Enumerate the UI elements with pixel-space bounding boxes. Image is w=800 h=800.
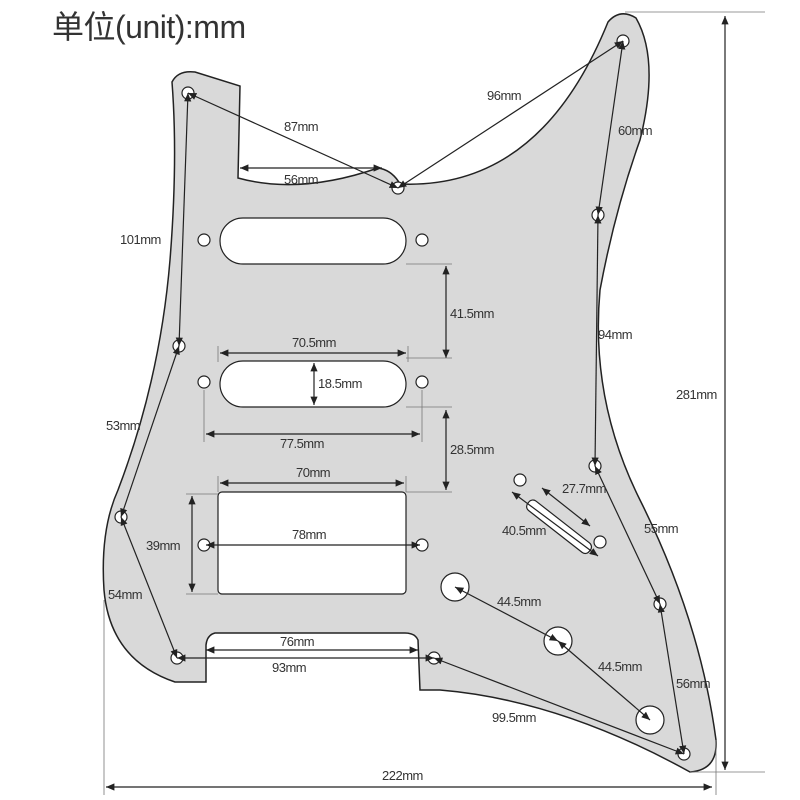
dim-27-7mm: 27.7mm xyxy=(562,481,606,496)
dim-93mm: 93mm xyxy=(272,660,306,675)
dim-77-5mm: 77.5mm xyxy=(280,436,324,451)
dim-70mm: 70mm xyxy=(296,465,330,480)
dim-96mm: 96mm xyxy=(487,88,521,103)
neck-pickup-cutout xyxy=(219,217,407,265)
dim-281mm: 281mm xyxy=(676,387,717,402)
dim-87mm: 87mm xyxy=(284,119,318,134)
dim-53mm: 53mm xyxy=(106,418,140,433)
dim-56mm-right: 56mm xyxy=(676,676,710,691)
dim-54mm: 54mm xyxy=(108,587,142,602)
dim-40-5mm: 40.5mm xyxy=(502,523,546,538)
dim-222mm: 222mm xyxy=(382,768,423,783)
dim-41-5mm: 41.5mm xyxy=(450,306,494,321)
dim-99-5mm: 99.5mm xyxy=(492,710,536,725)
dim-76mm: 76mm xyxy=(280,634,314,649)
dim-70-5mm: 70.5mm xyxy=(292,335,336,350)
dim-39mm: 39mm xyxy=(146,538,180,553)
dim-55mm: 55mm xyxy=(644,521,678,536)
middle-pickup-cutout xyxy=(219,360,407,408)
dim-56mm-top: 56mm xyxy=(284,172,318,187)
dim-60mm: 60mm xyxy=(618,123,652,138)
dim-78mm: 78mm xyxy=(292,527,326,542)
dim-101mm: 101mm xyxy=(120,232,161,247)
dim-44-5mm-b: 44.5mm xyxy=(598,659,642,674)
dim-94mm: 94mm xyxy=(598,327,632,342)
unit-label: 单位(unit):mm xyxy=(52,9,246,45)
dimension-lines xyxy=(103,11,765,795)
dim-44-5mm-a: 44.5mm xyxy=(497,594,541,609)
dim-28-5mm: 28.5mm xyxy=(450,442,494,457)
dim-18-5mm: 18.5mm xyxy=(318,376,362,391)
humbucker-cutout xyxy=(217,491,407,595)
